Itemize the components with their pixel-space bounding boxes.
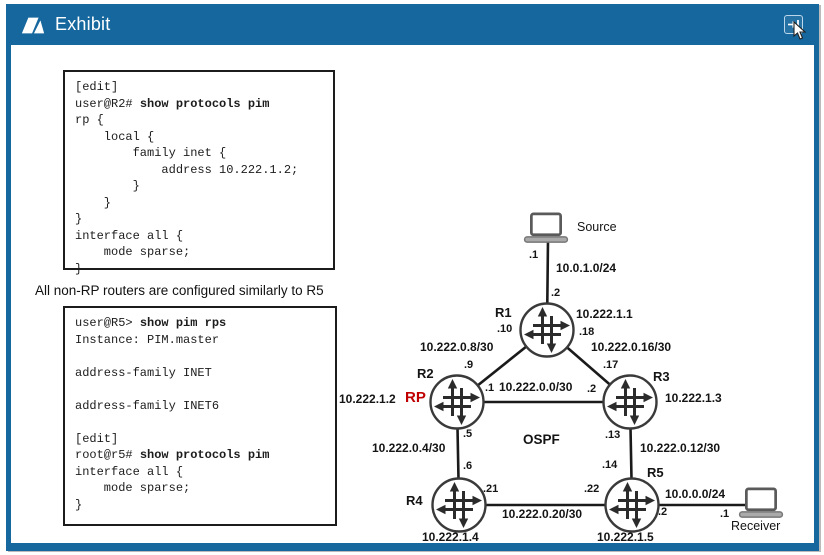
r2-label: R2 [417, 366, 434, 381]
code-line: address-family INET6 [75, 398, 220, 413]
code-line: } [75, 497, 83, 512]
rp-badge: RP [405, 389, 426, 406]
r1-ip-label: 10.222.1.1 [576, 307, 633, 321]
r1-end-r2-label: .10 [497, 323, 513, 335]
code-line: user@R5> show pim rps [75, 316, 227, 330]
r5-receiver-subnet: 10.0.0.0/24 [665, 487, 726, 501]
source-end-label: .1 [529, 249, 539, 261]
r2-pim-config-block: [edit] user@R2# show protocols pim rp { lo… [63, 70, 335, 276]
source-host-icon [523, 212, 569, 249]
code-line: family inet { [75, 146, 227, 160]
r1-r2-subnet: 10.222.0.8/30 [420, 340, 494, 354]
exhibit-icon [20, 14, 46, 36]
titlebar: Exhibit [6, 4, 819, 45]
source-r1-subnet: 10.0.1.0/24 [556, 261, 617, 275]
r5-end-receiver-label: .2 [658, 506, 668, 518]
code-line: } [75, 179, 140, 193]
popout-button[interactable] [784, 15, 803, 34]
code-line: local { [75, 129, 155, 144]
r2-end-r1-label: .9 [464, 359, 474, 371]
r2-end-r4-label: .5 [463, 428, 473, 440]
code-line: mode sparse; [75, 481, 191, 495]
r1-label: R1 [495, 305, 512, 320]
code-line: interface all { [75, 464, 184, 479]
code-line: address 10.222.1.2; [75, 162, 299, 177]
router-r5-icon [602, 475, 662, 535]
r3-end-r2-label: .2 [587, 383, 597, 395]
code-line: } [75, 212, 83, 226]
r4-end-r2-label: .6 [463, 460, 473, 472]
router-r3-icon [600, 372, 660, 432]
receiver-label: Receiver [731, 519, 781, 533]
window-title: Exhibit [55, 14, 111, 34]
code-line: user@R2# show protocols pim [75, 96, 270, 111]
code-line: [edit] [75, 431, 119, 446]
ospf-label: OSPF [523, 432, 560, 447]
network-diagram: Source Receiver R1 R2 R3 R4 R5 10.222.1.… [335, 200, 823, 548]
r1-end-source-label: .2 [551, 287, 561, 299]
code-line [75, 381, 325, 398]
caption-text: All non-RP routers are configured simila… [35, 283, 324, 298]
code-line [75, 348, 325, 365]
code-line [75, 414, 325, 431]
code-line: interface all { [75, 228, 184, 243]
code-line: } [75, 195, 112, 210]
router-r2-icon [427, 372, 487, 432]
r5-end-r4-label: .22 [584, 483, 600, 495]
code-line: mode sparse; [75, 245, 191, 259]
exhibit-window: Exhibit [edit] user@R2# show protocols pi… [6, 4, 819, 551]
r2-ip-label: 10.222.1.2 [339, 392, 396, 406]
r4-ip-label: 10.222.1.4 [422, 530, 479, 544]
r1-r3-subnet: 10.222.0.16/30 [591, 340, 672, 354]
r3-ip-label: 10.222.1.3 [665, 391, 722, 405]
code-line: address-family INET [75, 365, 212, 380]
r5-end-r3-label: .14 [602, 459, 618, 471]
r3-end-r5-label: .13 [605, 429, 621, 441]
r5-ip-label: 10.222.1.5 [597, 530, 654, 544]
receiver-end-label: .1 [720, 508, 730, 520]
router-r4-icon [429, 475, 489, 535]
r3-end-r1-label: .17 [603, 359, 619, 371]
code-line: Instance: PIM.master [75, 332, 220, 347]
code-line: } [75, 261, 83, 276]
r2-r3-subnet: 10.222.0.0/30 [499, 380, 573, 394]
code-line: root@r5# show protocols pim [75, 448, 270, 462]
r3-r5-subnet: 10.222.0.12/30 [640, 441, 721, 455]
code-line: rp { [75, 113, 104, 127]
r4-label: R4 [406, 493, 423, 508]
r2-r4-subnet: 10.222.0.4/30 [372, 441, 446, 455]
r3-label: R3 [653, 369, 670, 384]
code-line: [edit] [75, 80, 119, 94]
r1-end-r3-label: .18 [579, 326, 595, 338]
r2-end-r3-label: .1 [485, 382, 495, 394]
r4-r5-subnet: 10.222.0.20/30 [502, 507, 583, 521]
r5-label: R5 [647, 465, 664, 480]
source-label: Source [577, 220, 617, 234]
router-r1-icon [517, 300, 577, 360]
r4-end-r5-label: .21 [483, 483, 499, 495]
